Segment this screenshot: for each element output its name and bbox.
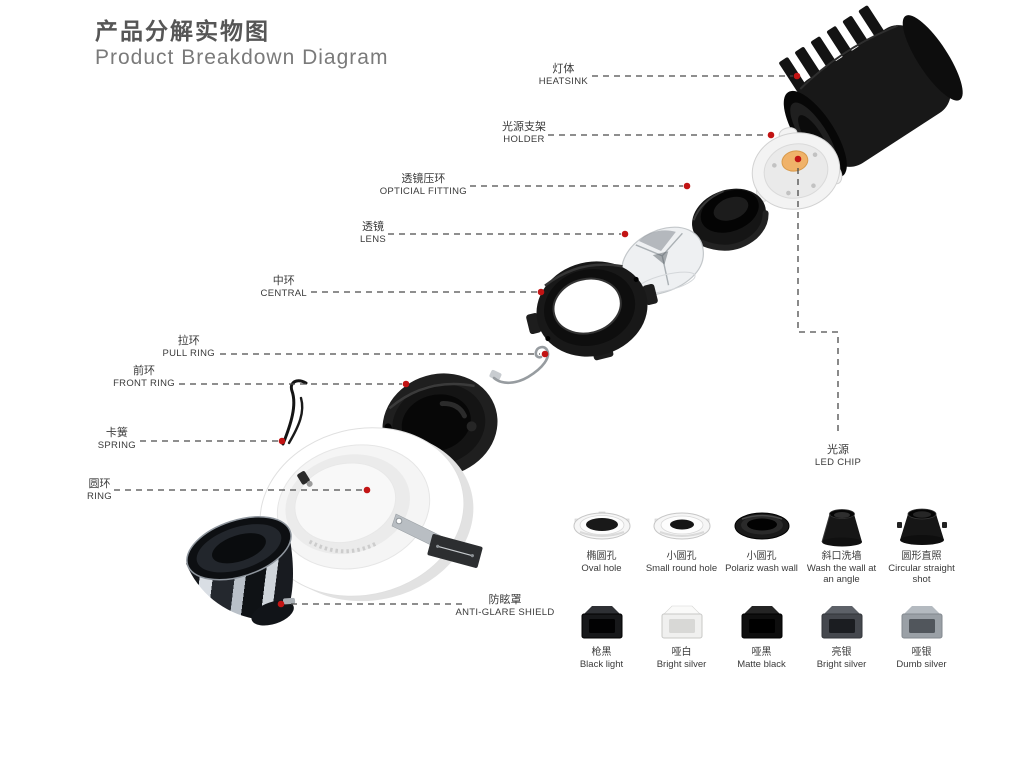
label-optical-fitting-en: OPTICIAL FITTING	[379, 186, 467, 197]
variant-wash-wall-angle-zh: 斜口洗墙	[821, 551, 862, 562]
page-title-zh: 产品分解实物图	[95, 18, 270, 44]
leader-lines	[114, 75, 839, 605]
variant-dumb-silver-en: Dumb silver	[896, 659, 947, 670]
label-central-en: CENTRAL	[260, 288, 307, 299]
variant-matte-black: 哑黑 Matte black	[722, 602, 801, 698]
variant-bright-silver-white: 哑白 Bright silver	[642, 602, 721, 698]
variant-small-round-hole: 小圆孔 Small round hole	[642, 506, 721, 602]
variant-matte-black-zh: 哑黑	[751, 647, 772, 658]
label-holder-zh: 光源支架	[502, 121, 546, 133]
label-pull-ring-zh: 拉环	[177, 335, 200, 347]
label-ring: 圆环 RING	[87, 478, 112, 503]
label-spring: 卡簧 SPRING	[98, 427, 136, 452]
variant-polariz-wash-wall-en: Polariz wash wall	[725, 563, 798, 574]
label-heatsink-en: HEATSINK	[538, 76, 588, 87]
variant-oval-hole-en: Oval hole	[581, 563, 622, 574]
label-heatsink: 灯体 HEATSINK	[539, 63, 588, 88]
variant-black-light: 枪黑 Black light	[562, 602, 641, 698]
variant-oval-hole-thumb	[573, 511, 630, 540]
variant-bright-silver-dark: 亮银 Bright silver	[802, 602, 881, 698]
variant-wash-wall-angle-en: Wash the wall at an angle	[806, 563, 877, 585]
variant-dumb-silver: 哑银 Dumb silver	[882, 602, 961, 698]
label-ring-zh: 圆环	[88, 478, 111, 490]
label-central-zh: 中环	[272, 275, 295, 287]
variant-oval-hole-zh: 椭圆孔	[586, 551, 617, 562]
holder-part	[751, 127, 843, 210]
variant-small-round-hole-en: Small round hole	[645, 563, 718, 574]
label-front-ring-zh: 前环	[133, 365, 156, 377]
pull-ring-part	[489, 345, 550, 385]
label-holder: 光源支架 HOLDER	[502, 121, 546, 146]
variant-dumb-silver-thumb	[901, 606, 942, 639]
variant-circular-straight-zh: 圆形直照	[901, 551, 942, 562]
label-spring-en: SPRING	[97, 440, 136, 451]
label-optical-fitting: 透镜压环 OPTICIAL FITTING	[380, 173, 467, 198]
page-title-en: Product Breakdown Diagram	[95, 46, 389, 70]
label-ring-en: RING	[87, 491, 112, 502]
label-pull-ring-en: PULL RING	[162, 348, 215, 359]
variant-bright-silver-dark-thumb	[821, 606, 862, 639]
variant-polariz-wash-wall-zh: 小圆孔	[746, 551, 777, 562]
variant-black-light-zh: 枪黑	[591, 647, 612, 658]
variant-wash-wall-angle-thumb	[821, 509, 862, 547]
variant-bright-silver-white-thumb	[661, 605, 702, 639]
label-heatsink-zh: 灯体	[552, 63, 575, 75]
label-anti-glare-shield-en: ANTI-GLARE SHIELD	[455, 607, 555, 618]
variant-bright-silver-dark-en: Bright silver	[816, 659, 867, 670]
central-part	[526, 261, 658, 361]
label-lens-zh: 透镜	[361, 221, 384, 233]
label-lens-en: LENS	[359, 234, 386, 245]
label-central: 中环 CENTRAL	[261, 275, 307, 300]
label-pull-ring: 拉环 PULL RING	[162, 335, 215, 360]
label-front-ring: 前环 FRONT RING	[113, 365, 175, 390]
led-chip-part	[781, 150, 809, 172]
variant-matte-black-en: Matte black	[737, 659, 786, 670]
variant-bright-silver-white-zh: 哑白	[671, 647, 692, 658]
variant-small-round-hole-thumb	[653, 512, 710, 540]
variant-wash-wall-angle: 斜口洗墙 Wash the wall at an angle	[802, 506, 881, 602]
variant-dumb-silver-zh: 哑银	[911, 647, 932, 658]
label-optical-fitting-zh: 透镜压环	[401, 173, 446, 185]
variant-bright-silver-dark-zh: 亮银	[831, 647, 852, 658]
variant-oval-hole: 椭圆孔 Oval hole	[562, 506, 641, 602]
label-led-chip-zh: 光源	[827, 444, 849, 456]
variant-polariz-wash-wall: 小圆孔 Polariz wash wall	[722, 506, 801, 602]
bracket-arm	[391, 513, 483, 568]
ring-part	[259, 427, 474, 602]
anti-glare-shield-part	[186, 516, 296, 626]
label-anti-glare-shield: 防眩罩 ANTI-GLARE SHIELD	[445, 594, 565, 619]
variant-matte-black-thumb	[741, 606, 782, 639]
optical-fitting-part	[692, 188, 769, 251]
label-anti-glare-shield-zh: 防眩罩	[488, 594, 522, 606]
variant-bright-silver-white-en: Bright silver	[656, 659, 707, 670]
label-spring-zh: 卡簧	[105, 427, 128, 439]
title-block: 产品分解实物图 Product Breakdown Diagram	[95, 18, 388, 71]
label-front-ring-en: FRONT RING	[113, 378, 175, 389]
variant-black-light-thumb	[581, 606, 622, 639]
part-markers	[277, 72, 802, 608]
variant-black-light-en: Black light	[579, 659, 624, 670]
label-led-chip-en: LED CHIP	[814, 457, 862, 468]
label-holder-en: HOLDER	[503, 134, 545, 145]
lens-part	[621, 226, 704, 297]
variant-circular-straight-en: Circular straight shot	[888, 563, 955, 585]
label-lens: 透镜 LENS	[360, 221, 386, 246]
variant-polariz-wash-wall-thumb	[734, 512, 789, 540]
variant-small-round-hole-zh: 小圆孔	[666, 551, 697, 562]
spring-part	[281, 379, 308, 446]
variant-circular-straight: 圆形直照 Circular straight shot	[882, 506, 961, 602]
label-led-chip: 光源 LED CHIP	[788, 444, 888, 469]
variant-grid: 椭圆孔 Oval hole 小圆孔 Small round hole 小	[562, 506, 966, 698]
variant-circular-straight-thumb	[896, 508, 947, 545]
